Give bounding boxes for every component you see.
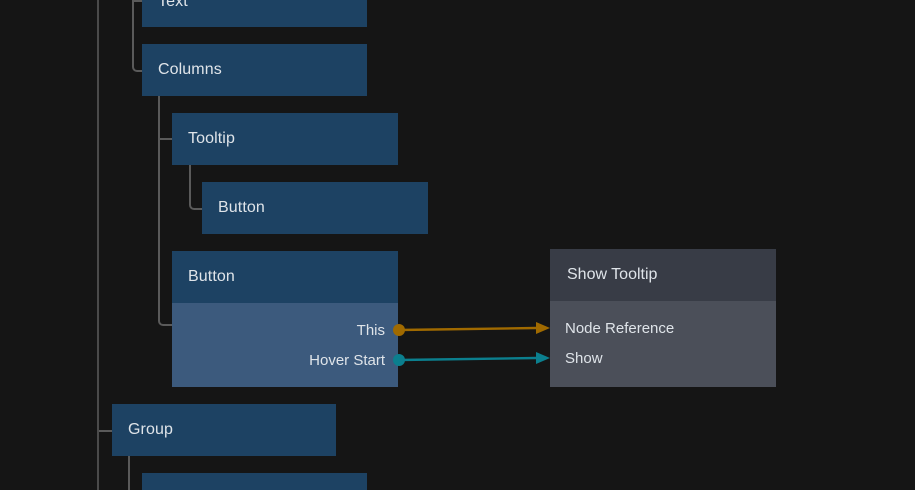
scene-node-child-partial[interactable]: [142, 473, 367, 490]
tree-connector-text-stub: [132, 0, 144, 2]
wire-hover-start-to-show[interactable]: [398, 352, 550, 364]
tree-connector-depth3-rail: [189, 165, 204, 210]
button-node-body[interactable]: [172, 303, 398, 387]
tree-spine: [97, 0, 99, 490]
show-tooltip-node-header[interactable]: Show Tooltip: [550, 249, 776, 301]
scene-node-button[interactable]: Button: [172, 251, 398, 303]
wire-arrowhead: [536, 322, 550, 334]
output-port-label: This: [356, 321, 385, 339]
tree-connector-depth2-rail: [158, 96, 174, 326]
show-tooltip-node-body[interactable]: [550, 301, 776, 387]
scene-node-label: Group: [128, 421, 173, 438]
output-port-label: Hover Start: [309, 351, 385, 369]
scene-node-label: Text: [158, 0, 188, 10]
scene-node-button-in-tooltip[interactable]: Button: [202, 182, 428, 234]
input-port-label: Node Reference: [565, 319, 675, 337]
tree-connector-group-stub: [99, 430, 112, 432]
tree-connector-tooltip-stub: [158, 138, 172, 140]
tree-connector-depth1-top: [132, 0, 146, 72]
scene-node-label: Tooltip: [188, 130, 235, 147]
scene-node-label: Button: [218, 199, 265, 216]
input-port-label: Show: [565, 349, 603, 367]
wire-arrowhead: [536, 352, 550, 364]
output-port-this[interactable]: This: [172, 319, 405, 341]
input-port-show[interactable]: Show: [565, 347, 603, 369]
output-port-hover-start[interactable]: Hover Start: [172, 349, 405, 371]
output-port-dot[interactable]: [393, 324, 405, 336]
scene-node-group[interactable]: Group: [112, 404, 336, 456]
input-port-node-reference[interactable]: Node Reference: [565, 317, 674, 339]
scene-node-columns[interactable]: Columns: [142, 44, 367, 96]
scene-node-text[interactable]: Text: [142, 0, 367, 27]
scene-node-label: Button: [188, 268, 235, 285]
scene-node-tooltip[interactable]: Tooltip: [172, 113, 398, 165]
wire-this-to-node-reference[interactable]: [398, 322, 550, 334]
show-tooltip-node-title: Show Tooltip: [567, 266, 658, 283]
tree-connector-group-child-rail: [128, 456, 130, 490]
output-port-dot[interactable]: [393, 354, 405, 366]
scene-node-label: Columns: [158, 61, 222, 78]
